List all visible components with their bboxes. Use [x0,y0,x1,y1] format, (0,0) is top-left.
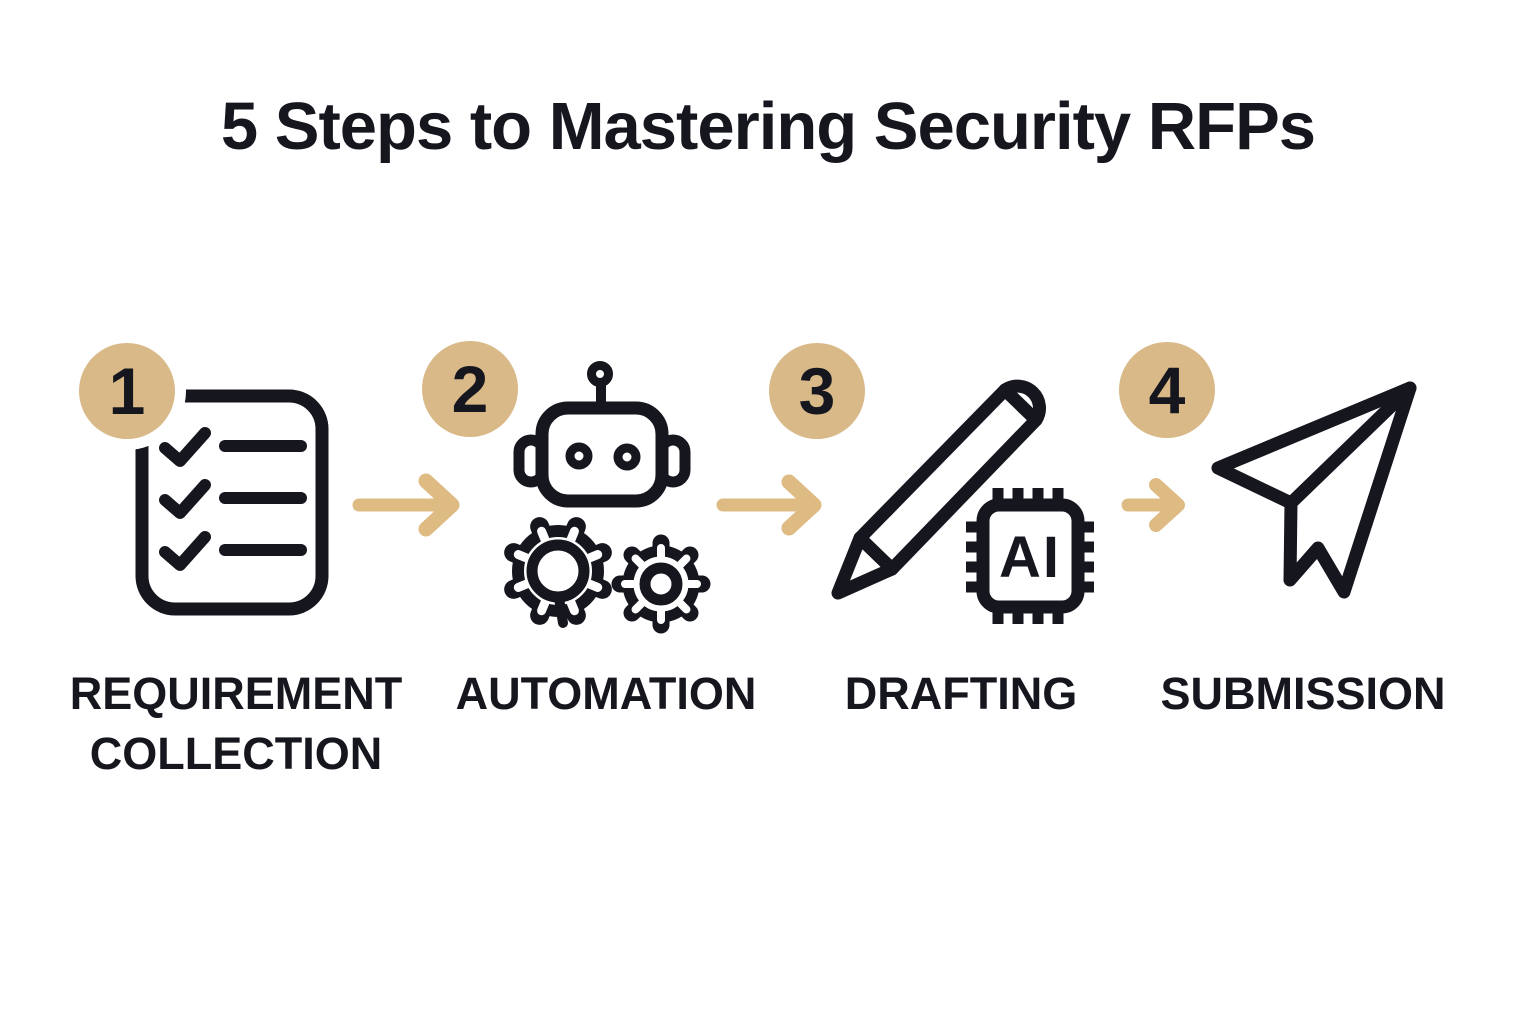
step-1-label-line-1: REQUIREMENT [69,668,403,719]
step-3-badge: 3 [769,343,865,439]
ai-chip-icon: AI [966,488,1094,624]
step-4-badge: 4 [1119,342,1215,438]
step-1-number: 1 [108,354,146,428]
step-2-number: 2 [451,352,489,426]
arrow-right-icon-1 [352,473,460,537]
step-4-number: 4 [1148,353,1186,427]
paper-plane-icon [1211,381,1417,599]
step-2-label-line-1: AUTOMATION [455,668,757,719]
checklist-icon [135,389,329,616]
step-3-label: DRAFTING [845,664,1077,724]
step-3-label-line-1: DRAFTING [844,668,1078,719]
step-4-label: SUBMISSION [1160,664,1445,724]
step-4-label-line-1: SUBMISSION [1160,668,1446,719]
step-1-label-line-2: COLLECTION [89,728,383,779]
gears-icon [504,517,711,634]
step-2-badge: 2 [422,341,518,437]
step-3-number: 3 [798,354,836,428]
pencil-icon [831,379,1046,600]
ai-chip-label: AI [999,525,1061,590]
arrow-right-icon-2 [716,474,822,536]
step-1-label: REQUIREMENT COLLECTION [70,664,403,784]
step-2-label: AUTOMATION [456,664,757,724]
step-1-badge: 1 [79,343,175,439]
arrow-right-icon-3 [1121,478,1185,532]
page-title: 5 Steps to Mastering Security RFPs [220,89,1316,164]
robot-icon [513,361,691,508]
